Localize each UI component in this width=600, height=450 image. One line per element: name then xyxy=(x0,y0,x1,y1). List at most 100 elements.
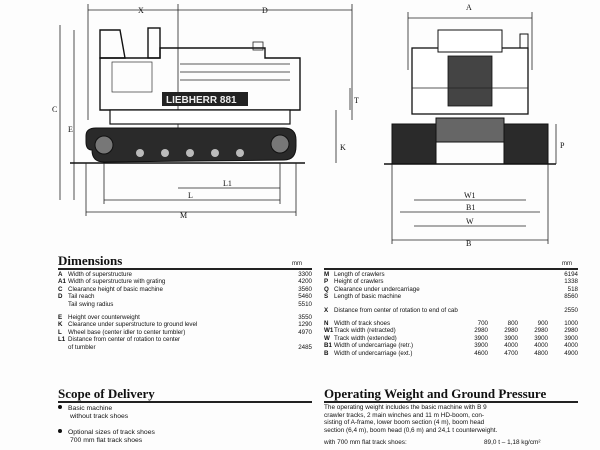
scope-item-label: Basic machine xyxy=(68,405,113,412)
dimension-label: Distance from center of rotation to cent… xyxy=(68,336,181,344)
technical-drawing: X D C E LIEBHERR 881 xyxy=(52,3,565,248)
dimension-key: C xyxy=(58,285,63,293)
dimension-value: 5510 xyxy=(298,300,312,308)
dimension-key: B1 xyxy=(324,342,332,350)
scope-item-sub: 700 mm flat track shoes xyxy=(70,436,143,444)
bullet-icon xyxy=(58,405,62,409)
dimension-label: Track width (extended) xyxy=(334,334,397,342)
dimension-label: Track width (retracted) xyxy=(334,327,396,335)
dimension-value: 2980 xyxy=(564,327,578,335)
label-x: X xyxy=(138,6,144,15)
dimension-value: 3300 xyxy=(298,271,312,278)
dimension-key: L xyxy=(58,328,62,336)
label-d: D xyxy=(262,6,268,15)
dimension-value: 4800 xyxy=(534,349,548,357)
dimension-value: 3900 xyxy=(504,334,518,342)
label-a: A xyxy=(466,3,472,12)
label-b: B xyxy=(466,239,471,248)
dimension-value: 4900 xyxy=(564,349,578,357)
dimension-label: Length of crawlers xyxy=(334,271,385,278)
dimension-value: 4200 xyxy=(298,278,312,286)
dimension-value: 3900 xyxy=(474,334,488,342)
dimension-value: 2980 xyxy=(534,327,548,335)
dimension-value: 2980 xyxy=(474,327,488,335)
dimension-label: Width of superstructure xyxy=(68,271,132,278)
scope-item: Basic machine without track shoes xyxy=(58,405,128,420)
dimension-row: M Length of crawlers 6194 xyxy=(324,271,578,278)
dimension-key: P xyxy=(324,278,329,286)
dimension-key: D xyxy=(58,293,63,301)
brand-lettering: LIEBHERR 881 xyxy=(166,95,237,106)
dimension-row: C Clearance height of basic machine 3560 xyxy=(58,286,312,293)
divider-left xyxy=(58,268,312,270)
dimension-row: X Distance from center of rotation to end… xyxy=(324,307,578,314)
label-e: E xyxy=(68,125,73,134)
label-p: P xyxy=(560,141,565,150)
dimension-value: 4000 xyxy=(534,342,548,350)
dimension-key: W xyxy=(324,334,330,342)
label-l1: L1 xyxy=(223,179,232,188)
label-l: L xyxy=(188,191,193,200)
weight-line: The operating weight includes the basic … xyxy=(324,404,487,411)
scope-title: Scope of Delivery xyxy=(58,386,155,401)
dimension-key: W1 xyxy=(324,327,334,335)
dimension-value: 5460 xyxy=(298,293,312,301)
dimension-label: Wheel base (center idler to center tumbl… xyxy=(68,328,186,336)
dimension-label: Width of track shoes xyxy=(334,319,391,327)
weight-paragraph: The operating weight includes the basic … xyxy=(324,404,580,447)
side-view: X D C E LIEBHERR 881 xyxy=(52,4,359,220)
dimension-key: S xyxy=(324,293,329,301)
label-t: T xyxy=(354,96,359,105)
dimension-label: Width of superstructure with grating xyxy=(68,278,166,286)
dimension-value: 4600 xyxy=(474,349,488,357)
dimension-key: X xyxy=(324,306,329,314)
dimension-label: Height over counterweight xyxy=(68,313,140,321)
dimension-row: A Width of superstructure 3300 xyxy=(58,271,312,278)
dimension-key: N xyxy=(324,319,329,327)
weight-with-label: with 700 mm flat track shoes: xyxy=(324,439,407,447)
dimension-value: 700 xyxy=(477,319,488,327)
dimension-label: Height of crawlers xyxy=(334,278,384,286)
weight-line: crawler tracks, 2 main winches and 11 m … xyxy=(324,411,485,419)
dimension-key: A1 xyxy=(58,278,66,286)
label-c: C xyxy=(52,105,57,114)
label-w1: W1 xyxy=(464,191,476,200)
dimension-label: Tail swing radius xyxy=(68,300,114,308)
label-b1: B1 xyxy=(466,203,475,212)
weight-title: Operating Weight and Ground Pressure xyxy=(324,386,547,401)
dimension-value: 3550 xyxy=(298,313,312,321)
dimension-row: Tail swing radius 5510 xyxy=(58,301,312,308)
divider-weight xyxy=(324,401,578,403)
dimension-label: Length of basic machine xyxy=(334,293,402,301)
bullet-icon xyxy=(58,429,62,433)
dimension-value: 3560 xyxy=(298,285,312,293)
dimension-value: 6194 xyxy=(564,271,578,278)
dimension-value: 2550 xyxy=(564,306,578,314)
dimension-label: Clearance height of basic machine xyxy=(68,285,163,293)
dimension-value: 2980 xyxy=(504,327,518,335)
dimension-label: Distance from center of rotation to end … xyxy=(334,306,458,314)
dimension-key: M xyxy=(324,271,330,278)
dimension-key: A xyxy=(58,271,63,278)
scope-item: Optional sizes of track shoes 700 mm fla… xyxy=(58,429,155,444)
dimension-key: B xyxy=(324,349,329,357)
dimension-value: 4970 xyxy=(298,328,312,336)
divider-scope xyxy=(58,401,312,403)
dimension-label: of tumbler xyxy=(68,343,96,351)
dimension-value: 4000 xyxy=(564,342,578,350)
